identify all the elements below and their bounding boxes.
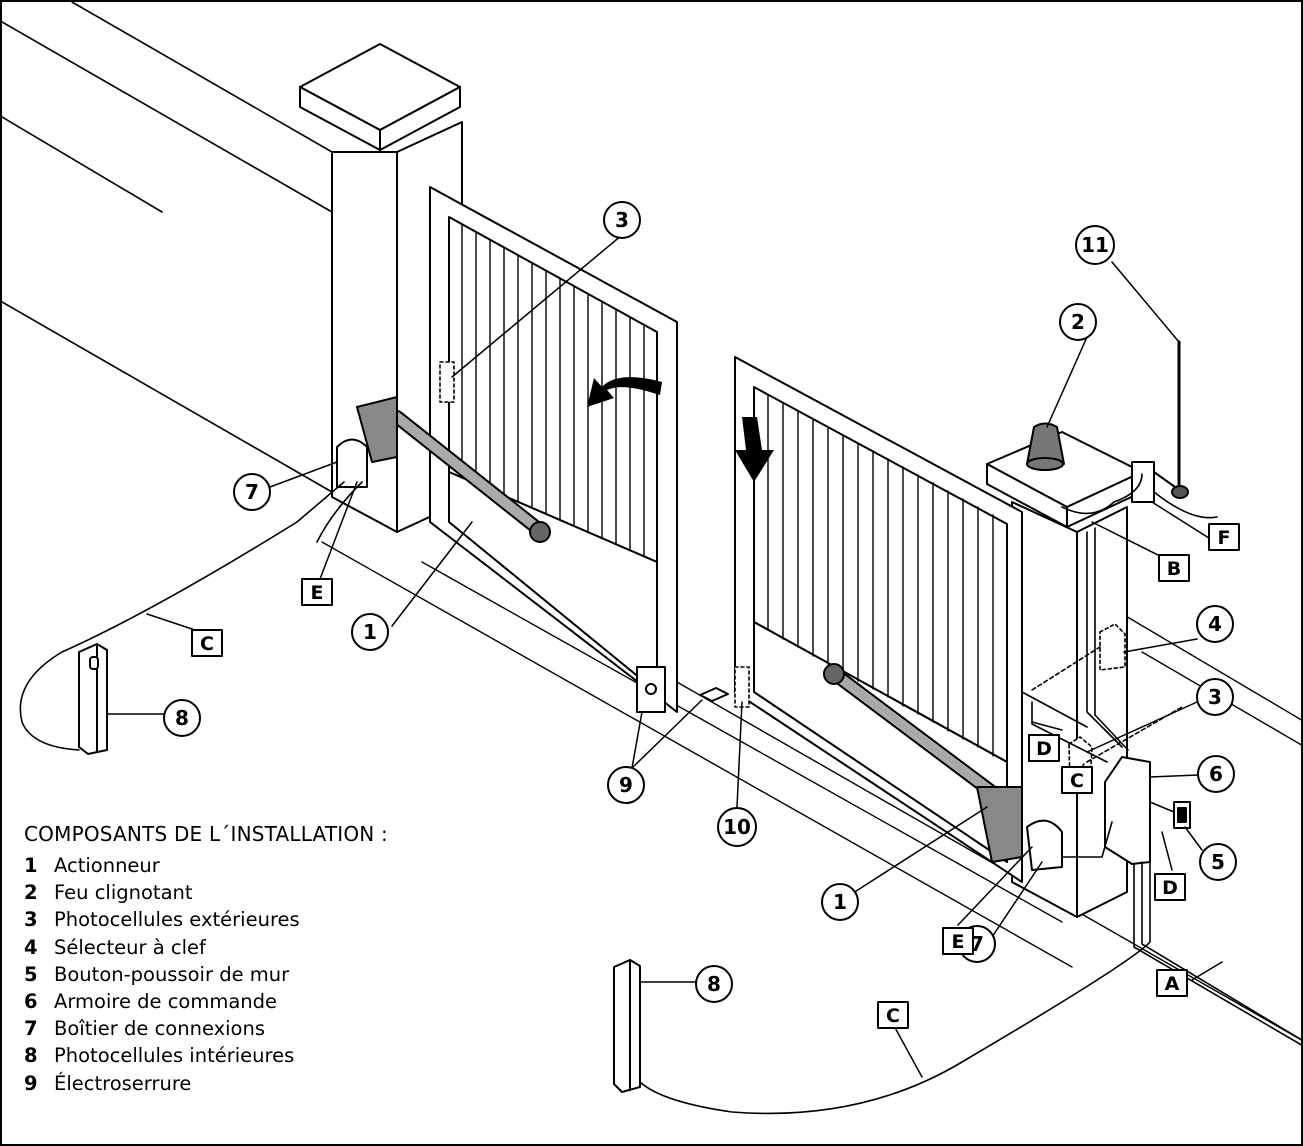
right-gate-leaf	[734, 356, 1023, 883]
svg-text:11: 11	[1081, 233, 1109, 257]
leader-lines	[106, 234, 1223, 1078]
junction-box-left	[336, 438, 368, 488]
legend-item: 7 Boîtier de connexions	[24, 1015, 524, 1042]
legend-title: COMPOSANTS DE L´INSTALLATION :	[24, 822, 388, 846]
svg-text:8: 8	[707, 972, 721, 996]
callout-7a: 7	[233, 473, 271, 511]
callout-8b: 8	[695, 965, 733, 1003]
svg-text:D: D	[1036, 738, 1052, 760]
svg-text:3: 3	[615, 208, 629, 232]
legend-item-label: Photocellules extérieures	[54, 908, 300, 932]
svg-text:5: 5	[1211, 850, 1225, 874]
cable-label-d1: D	[1028, 734, 1060, 762]
junction-box-right	[1026, 819, 1063, 871]
actuator-right	[823, 663, 1023, 863]
cable-label-b: B	[1158, 554, 1190, 582]
legend-item: 3 Photocellules extérieures	[24, 906, 524, 933]
svg-text:9: 9	[619, 773, 633, 797]
callout-1b: 1	[821, 883, 859, 921]
legend-item-label: Bouton-poussoir de mur	[54, 962, 290, 986]
callout-4: 4	[1196, 605, 1234, 643]
actuator-left	[356, 396, 551, 543]
svg-text:E: E	[311, 582, 324, 604]
cable-label-a: A	[1156, 969, 1188, 997]
cable-label-d2: D	[1154, 873, 1186, 901]
svg-text:1: 1	[363, 620, 377, 644]
legend-item-number: 5	[24, 962, 38, 986]
svg-text:E: E	[952, 931, 965, 953]
cable-label-c3: C	[877, 1001, 909, 1029]
photocell-post-right	[613, 959, 641, 1093]
legend-item-label: Actionneur	[54, 854, 160, 877]
legend-item: 9 Électroserrure	[24, 1070, 524, 1097]
legend-item: 6 Armoire de commande	[24, 988, 524, 1015]
svg-text:C: C	[886, 1005, 900, 1027]
svg-text:2: 2	[1071, 310, 1085, 334]
legend-item-label: Boîtier de connexions	[54, 1017, 266, 1041]
svg-text:F: F	[1218, 527, 1231, 549]
antenna	[1131, 340, 1189, 503]
legend-item-number: 4	[24, 935, 38, 959]
svg-text:10: 10	[723, 815, 751, 839]
callout-2: 2	[1059, 303, 1097, 341]
svg-text:6: 6	[1209, 762, 1223, 786]
callout-9: 9	[607, 766, 645, 804]
legend-item-label: Électroserrure	[54, 1071, 192, 1095]
callout-1a: 1	[351, 613, 389, 651]
legend-item-label: Feu clignotant	[54, 881, 193, 905]
cable-label-e1: E	[301, 578, 333, 606]
callout-5: 5	[1199, 843, 1237, 881]
legend-item-label: Armoire de commande	[54, 989, 278, 1013]
legend-item-number: 1	[24, 854, 38, 877]
legend-item-number: 9	[24, 1071, 38, 1095]
callout-11: 11	[1075, 225, 1115, 265]
legend-item: 4 Sélecteur à clef	[24, 934, 524, 961]
legend-item-number: 7	[24, 1017, 38, 1041]
callout-6: 6	[1197, 755, 1235, 793]
legend-item: 5 Bouton-poussoir de mur	[24, 961, 524, 988]
cables	[19, 473, 1301, 1115]
boundary-wall	[2, 2, 333, 493]
svg-text:1: 1	[833, 890, 847, 914]
svg-text:D: D	[1162, 877, 1178, 899]
wall-push-button	[1173, 801, 1191, 829]
legend-item-label: Sélecteur à clef	[54, 935, 206, 959]
legend-item: 8 Photocellules intérieures	[24, 1042, 524, 1069]
legend-item: 2 Feu clignotant	[24, 879, 524, 906]
svg-text:A: A	[1165, 973, 1180, 995]
legend-item-label: Photocellules intérieures	[54, 1044, 295, 1068]
components-legend: COMPOSANTS DE L´INSTALLATION : 1 Actionne…	[24, 822, 524, 1097]
legend-item-number: 2	[24, 881, 38, 905]
cable-label-f: F	[1208, 523, 1240, 551]
svg-text:4: 4	[1208, 612, 1222, 636]
legend-item-number: 8	[24, 1044, 38, 1068]
photocell-post-left	[78, 643, 108, 755]
cable-label-e2: E	[942, 927, 974, 955]
svg-text:C: C	[200, 633, 214, 655]
svg-text:B: B	[1167, 558, 1181, 580]
svg-text:8: 8	[175, 706, 189, 730]
callout-3a: 3	[603, 201, 641, 239]
flashing-light	[1026, 422, 1065, 471]
gate-motion-arrows	[587, 377, 774, 482]
electric-lock	[699, 687, 729, 702]
callout-8a: 8	[163, 699, 201, 737]
legend-item: 1 Actionneur	[24, 852, 524, 879]
cable-label-c2: C	[1061, 766, 1093, 794]
svg-text:C: C	[1070, 770, 1084, 792]
left-gate-leaf	[429, 186, 678, 713]
cable-label-c1: C	[191, 629, 223, 657]
control-box	[1104, 756, 1151, 865]
legend-item-number: 6	[24, 989, 38, 1013]
legend-item-number: 3	[24, 908, 38, 932]
callout-3b: 3	[1196, 678, 1234, 716]
svg-text:3: 3	[1208, 685, 1222, 709]
svg-text:7: 7	[245, 480, 259, 504]
callout-10: 10	[717, 807, 757, 847]
